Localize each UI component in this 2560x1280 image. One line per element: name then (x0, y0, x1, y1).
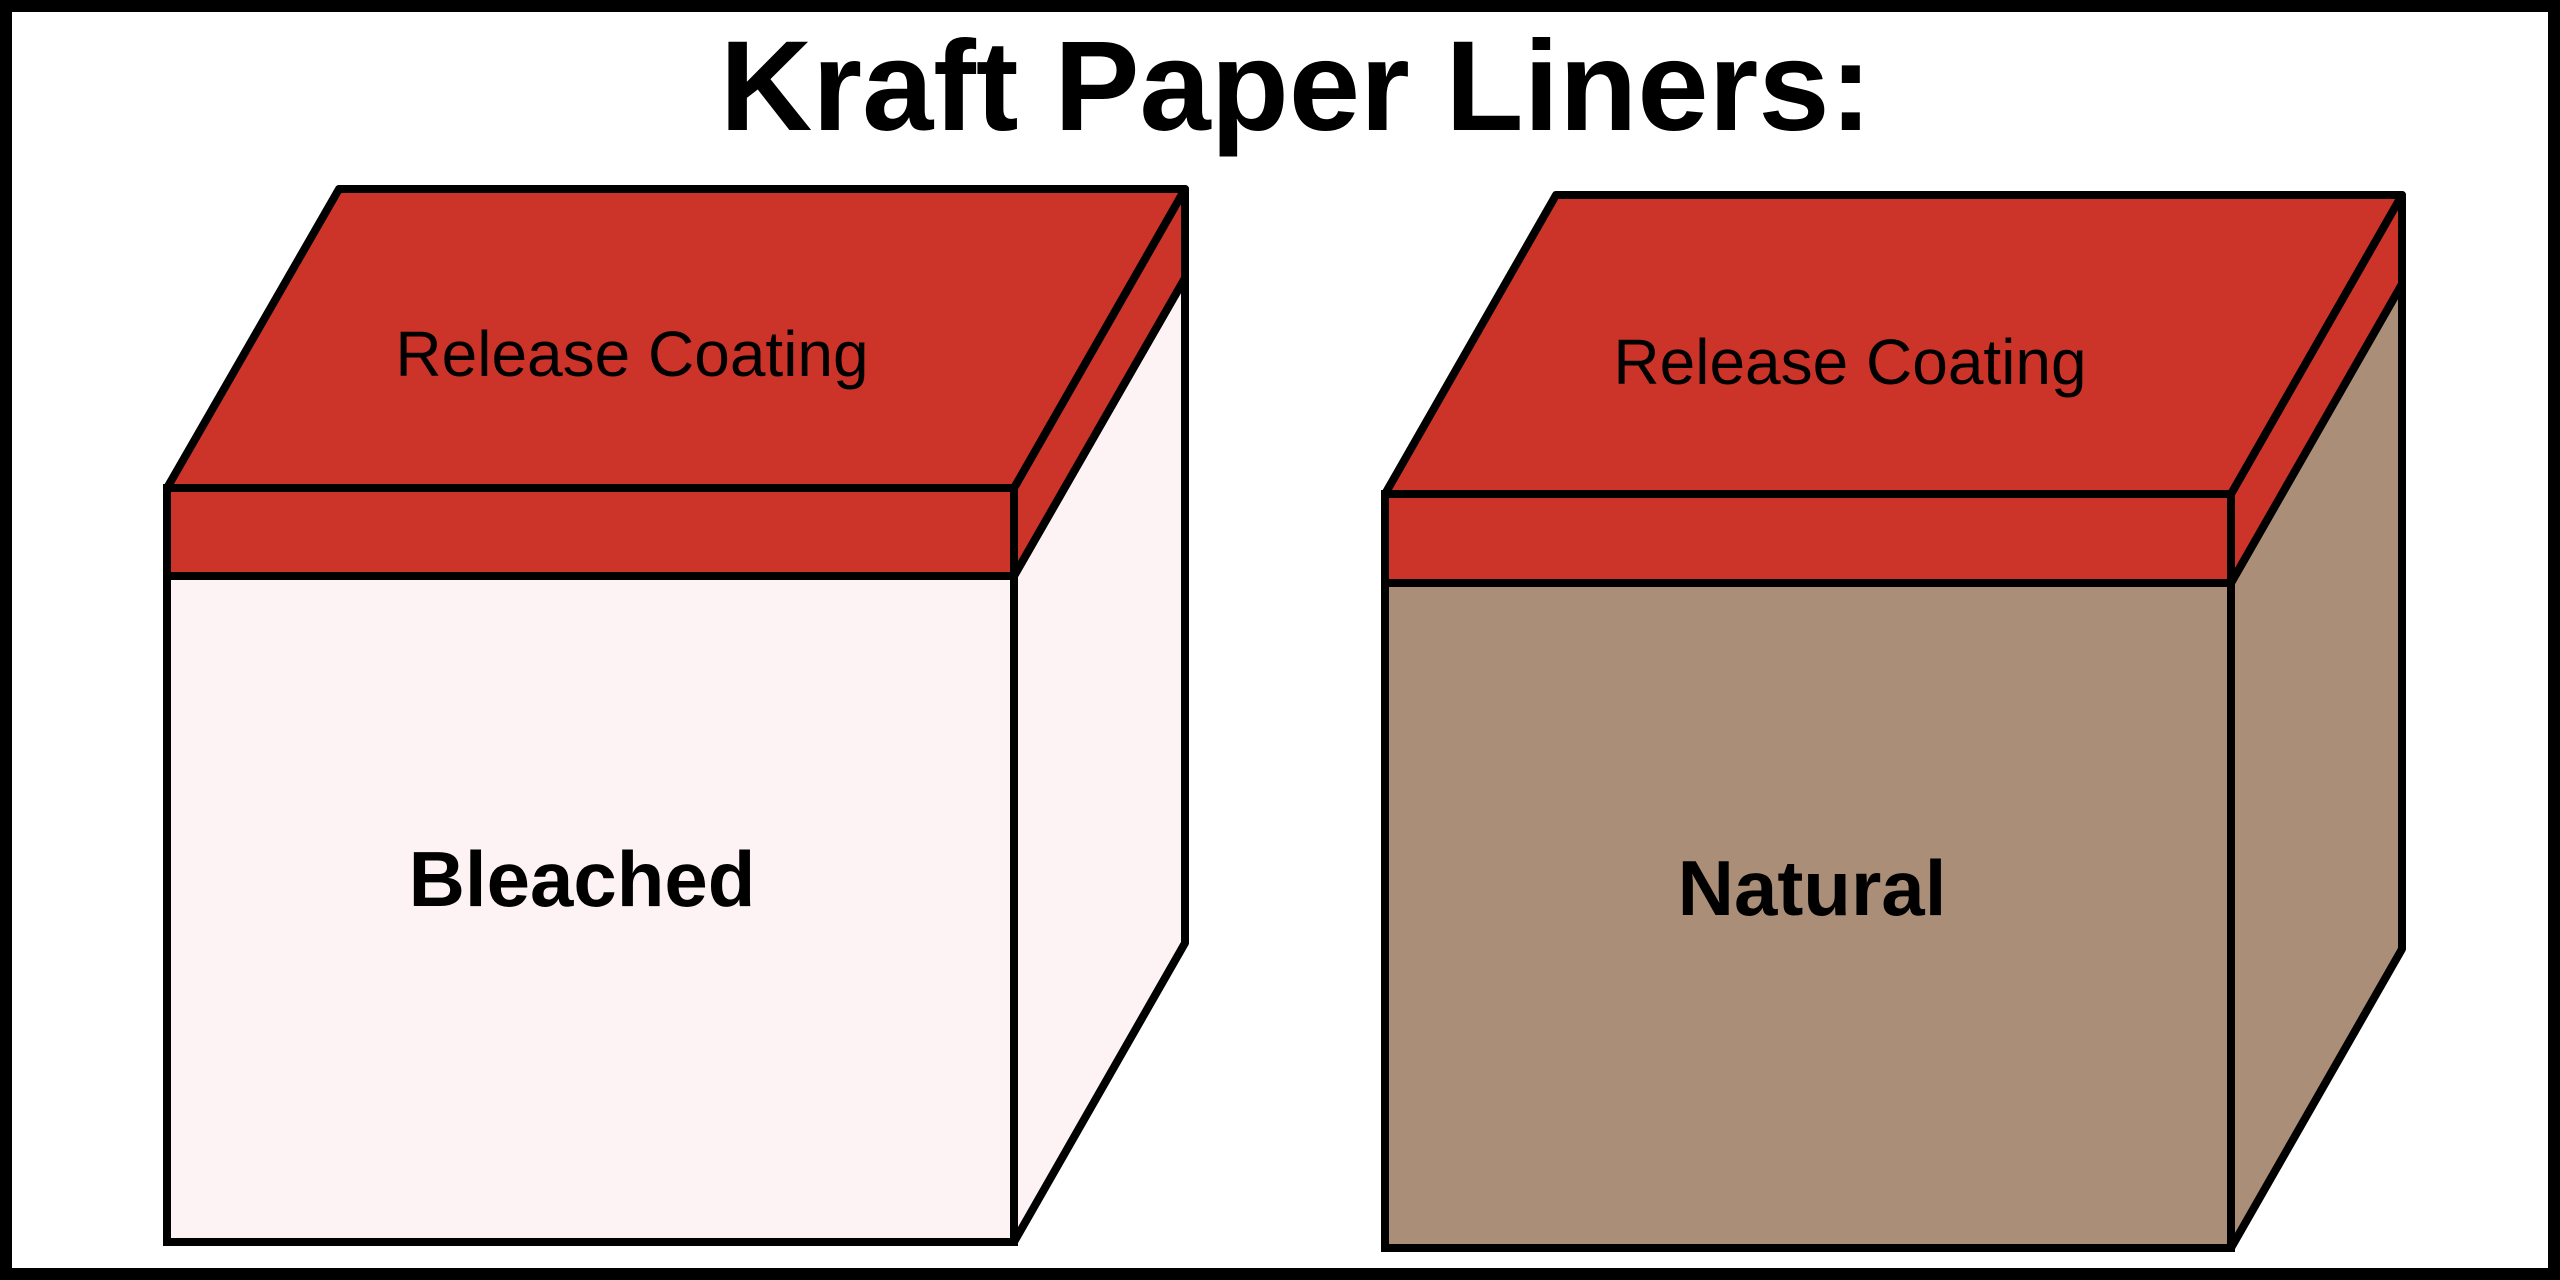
cube-bleached-front-paper (163, 572, 1018, 1246)
cube-bleached-face-label: Bleached (409, 835, 756, 923)
cube-bleached-coating-label: Release Coating (395, 318, 868, 390)
cube-natural-front-paper (1381, 579, 2235, 1252)
cube-bleached: Release Coating Bleached (163, 185, 1189, 1246)
cube-bleached-front-coating (163, 484, 1018, 580)
cube-natural-coating-label: Release Coating (1613, 326, 2086, 398)
cube-natural-face-label: Natural (1678, 844, 1947, 932)
cube-natural-front-coating (1381, 490, 2235, 587)
cube-natural: Release Coating Natural (1381, 191, 2406, 1252)
diagram-title: Kraft Paper Liners: (720, 15, 1872, 158)
